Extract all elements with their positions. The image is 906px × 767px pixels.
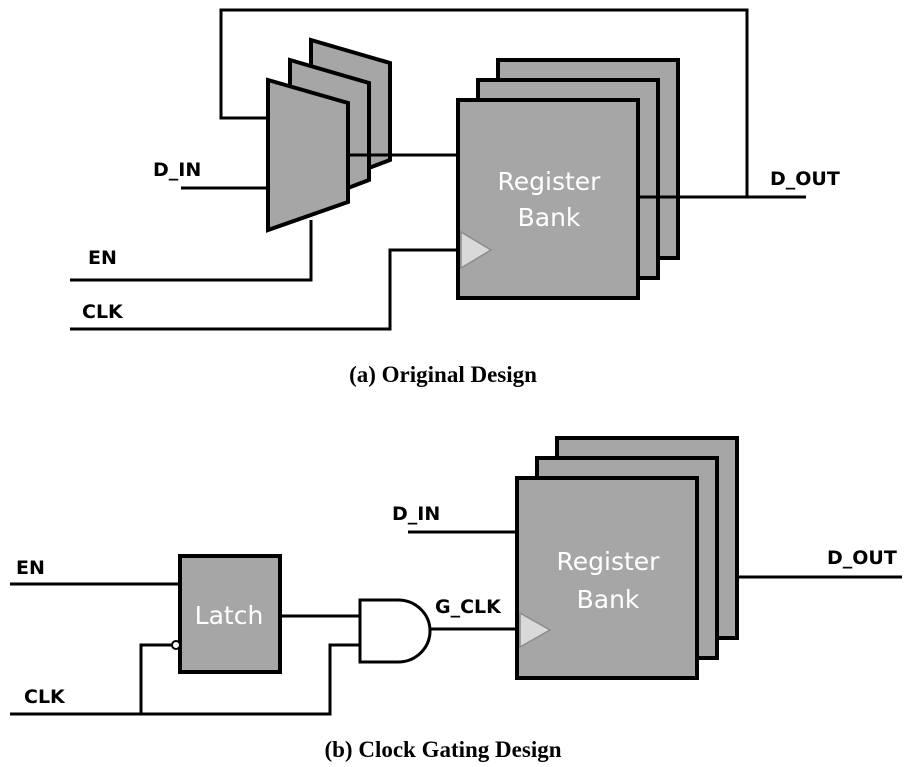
original-design: D_IN EN CLK Register Bank D_OUT (a) Orig… [70,8,840,387]
register-bank-label-line2-b: Bank [577,585,640,614]
register-bank-label-line1-b: Register [557,547,661,576]
en-wire-a [70,220,313,282]
register-bank-label-line2-a: Bank [518,203,581,232]
and-gate [358,598,432,664]
clock-gating-design: EN Latch CLK G_CLK D_IN Register Bank D_… [10,436,902,762]
d-out-label-a: D_OUT [770,168,840,190]
register-bank-front-a [456,98,640,300]
g-clk-label: G_CLK [435,596,502,618]
en-label-a: EN [88,247,117,269]
clock-input-triangle-a [460,230,493,270]
d-in-label-a: D_IN [153,159,201,181]
caption-a: (a) Original Design [349,362,537,387]
d-out-label-b: D_OUT [827,547,897,569]
mux-front [266,77,350,233]
feedback-wire [219,8,749,197]
register-bank-label-line1-a: Register [498,167,602,196]
clock-input-triangle-b [519,611,552,649]
register-bank-front-b [515,476,699,680]
en-label-b: EN [16,557,45,579]
d-in-label-b: D_IN [392,503,440,525]
latch-clock-wire [139,643,172,714]
clk-label-b: CLK [24,686,66,708]
latch-block [178,554,282,674]
clk-wire-b [10,643,360,716]
caption-b: (b) Clock Gating Design [324,737,561,762]
clk-wire-a [70,248,458,331]
inverted-clock-bubble [171,640,181,650]
latch-label: Latch [195,601,264,630]
clk-label-a: CLK [82,301,124,323]
